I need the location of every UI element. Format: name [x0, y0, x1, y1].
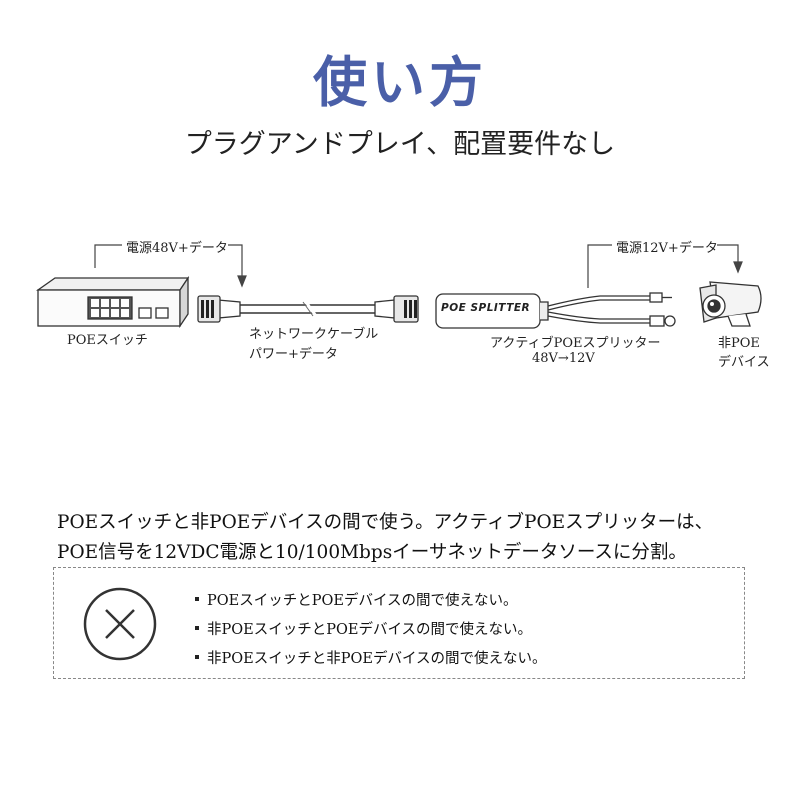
description-line-2: POE信号を12VDC電源と10/100Mbpsイーサネットデータソースに分割。: [57, 542, 687, 563]
right-flow-label: 電源12V+データ: [616, 241, 718, 256]
poe-switch-icon: [35, 275, 190, 329]
right-flow-arrow: [587, 244, 743, 288]
page-title: 使い方: [313, 50, 487, 114]
splitter-label-sub: 48V→12V: [532, 351, 595, 366]
warning-list: POEスイッチとPOEデバイスの間で使えない。 非POEスイッチとPOEデバイス…: [195, 587, 547, 674]
warning-text: POEスイッチとPOEデバイスの間で使えない。: [207, 593, 518, 609]
warning-text: 非POEスイッチと非POEデバイスの間で使えない。: [207, 651, 547, 667]
left-flow-arrow: [94, 244, 247, 288]
list-item: 非POEスイッチと非POEデバイスの間で使えない。: [195, 645, 547, 674]
network-cable-icon: [197, 295, 419, 323]
description-line-1: POEスイッチと非POEデバイスの間で使う。アクティブPOEスプリッターは、: [57, 512, 714, 533]
splitter-label: アクティブPOEスプリッター: [490, 336, 661, 351]
poe-splitter-icon: [435, 292, 676, 329]
bullet-icon: [195, 597, 199, 601]
bullet-icon: [195, 626, 199, 630]
splitter-print-text: POE SPLITTER: [441, 302, 531, 314]
switch-label: POEスイッチ: [67, 333, 148, 348]
warning-text: 非POEスイッチとPOEデバイスの間で使えない。: [207, 622, 533, 638]
cable-label-sub: パワー+データ: [249, 347, 338, 362]
list-item: 非POEスイッチとPOEデバイスの間で使えない。: [195, 616, 547, 645]
left-flow-label: 電源48V+データ: [126, 241, 228, 256]
camera-device-icon: [699, 281, 762, 327]
warning-box: [53, 567, 745, 679]
device-label-sub: デバイス: [718, 355, 770, 370]
cable-label: ネットワークケーブル: [249, 327, 379, 342]
bullet-icon: [195, 655, 199, 659]
device-label: 非POE: [718, 336, 760, 351]
page-subtitle: プラグアンドプレイ、配置要件なし: [184, 129, 616, 160]
list-item: POEスイッチとPOEデバイスの間で使えない。: [195, 587, 547, 616]
